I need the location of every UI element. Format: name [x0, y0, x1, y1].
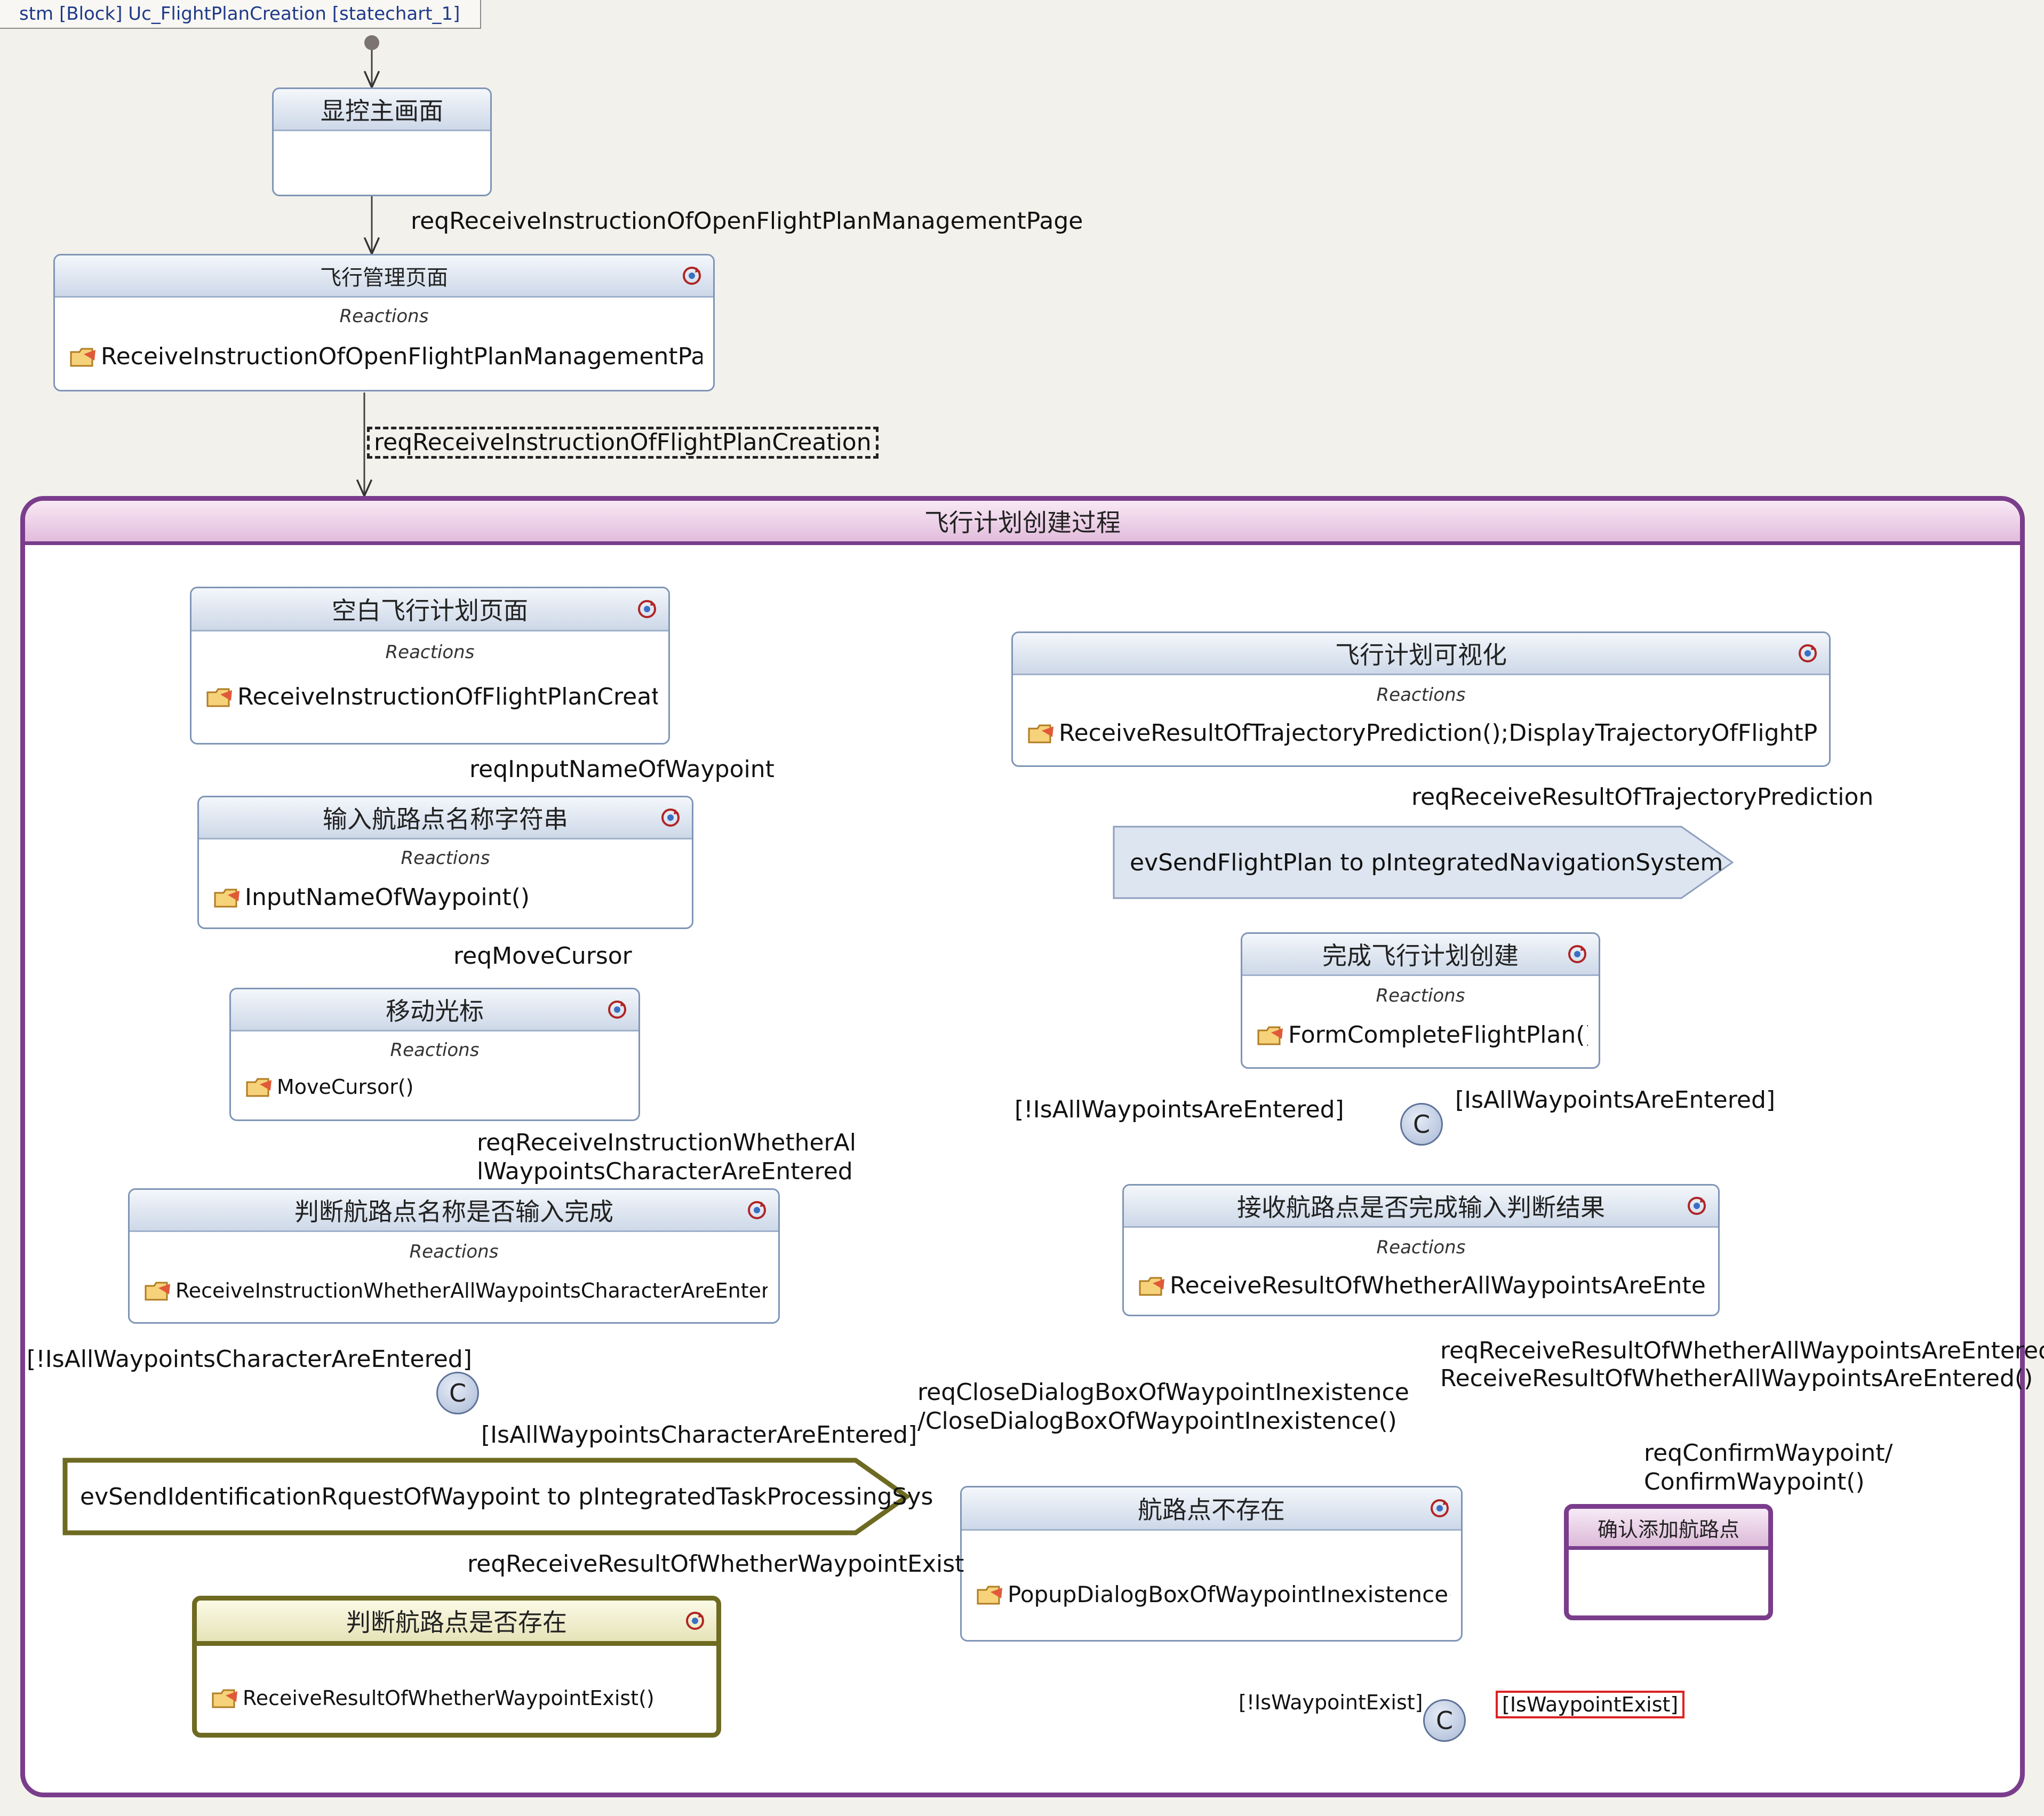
reactions-label: Reactions — [401, 847, 490, 869]
transition-label-plan-creation[interactable]: reqReceiveInstructionOfFlightPlanCreatio… — [367, 427, 879, 459]
transition-label-input-name[interactable]: reqInputNameOfWaypoint — [469, 756, 775, 783]
action-icon — [1139, 1277, 1164, 1295]
reactions-label: Reactions — [409, 1241, 499, 1262]
state-complete-flight-plan[interactable]: 完成飞行计划创建 Reactions FormCompleteFlightPla… — [1241, 932, 1600, 1069]
refresh-icon — [661, 809, 680, 827]
reactions-label: Reactions — [1376, 1237, 1466, 1258]
signal-label: evSendFlightPlan to pIntegratedNavigatio… — [1130, 849, 1723, 876]
send-signal-identification[interactable]: evSendIdentificationRquestOfWaypoint to … — [62, 1457, 933, 1536]
transition-label-move-cursor[interactable]: reqMoveCursor — [453, 942, 632, 970]
state-action: ReceiveInstructionWhetherAllWaypointsCha… — [143, 1278, 768, 1303]
transition-label-confirm-line1[interactable]: reqConfirmWaypoint/ — [1644, 1439, 1893, 1467]
reactions-label: Reactions — [1376, 684, 1466, 706]
refresh-icon — [1568, 945, 1586, 963]
transition-label-whether-all-line1[interactable]: reqReceiveInstructionWhetherAl — [477, 1129, 856, 1156]
reactions-label: Reactions — [385, 642, 475, 663]
transition-label-not-all-waypoints[interactable]: [!IsAllWaypointsAreEntered] — [1015, 1096, 1344, 1123]
action-icon — [70, 348, 95, 366]
state-action: PopupDialogBoxOfWaypointInexistence() — [976, 1581, 1450, 1607]
state-title: 飞行计划可视化 — [1013, 633, 1829, 675]
condition-connector-all-entered[interactable]: C — [1400, 1103, 1443, 1146]
transition-label-open-management[interactable]: reqReceiveInstructionOfOpenFlightPlanMan… — [411, 207, 1083, 235]
transition-label-not-all-characters[interactable]: [!IsAllWaypointsCharacterAreEntered] — [27, 1346, 472, 1373]
refresh-icon — [1688, 1197, 1706, 1215]
refresh-icon — [1799, 644, 1817, 662]
state-input-waypoint-name[interactable]: 输入航路点名称字符串 Reactions InputNameOfWaypoint… — [197, 796, 693, 929]
state-title: 判断航路点名称是否输入完成 — [130, 1190, 778, 1232]
state-action: ReceiveResultOfWhetherWaypointExist() — [211, 1686, 706, 1710]
transition-label-result-all-line1[interactable]: reqReceiveResultOfWhetherAllWaypointsAre… — [1440, 1337, 2044, 1364]
state-action: ReceiveResultOfWhetherAllWaypointsAreEnt… — [1138, 1272, 1707, 1299]
transition-label-not-exist[interactable]: [!IsWaypointExist] — [1239, 1691, 1423, 1714]
refresh-icon — [748, 1201, 766, 1219]
state-title: 空白飞行计划页面 — [191, 588, 668, 631]
refresh-icon — [638, 600, 656, 618]
transition-label-confirm-line2[interactable]: ConfirmWaypoint() — [1644, 1468, 1865, 1495]
state-action: FormCompleteFlightPlan() — [1256, 1021, 1588, 1049]
state-move-cursor[interactable]: 移动光标 Reactions MoveCursor() — [229, 988, 640, 1121]
refresh-icon — [683, 267, 701, 285]
transition-label-all-waypoints[interactable]: [IsAllWaypointsAreEntered] — [1455, 1086, 1776, 1114]
state-title: 确认添加航路点 — [1569, 1509, 1768, 1550]
frame-title: stm [Block] Uc_FlightPlanCreation [state… — [0, 0, 482, 29]
refresh-icon — [1431, 1499, 1449, 1517]
action-icon — [206, 688, 232, 707]
signal-label: evSendIdentificationRquestOfWaypoint to … — [80, 1483, 933, 1510]
send-signal-flight-plan[interactable]: evSendFlightPlan to pIntegratedNavigatio… — [1113, 826, 1734, 899]
signal-shape — [1113, 826, 1734, 899]
transition-label-trajectory[interactable]: reqReceiveResultOfTrajectoryPrediction — [1411, 783, 1874, 811]
state-action: MoveCursor() — [245, 1075, 628, 1099]
state-title: 接收航路点是否完成输入判断结果 — [1124, 1186, 1718, 1228]
state-action: InputNameOfWaypoint() — [213, 884, 681, 911]
state-main-screen[interactable]: 显控主画面 — [272, 87, 492, 196]
condition-connector-char-entered[interactable]: C — [436, 1372, 479, 1414]
state-action: ReceiveInstructionOfOpenFlightPlanManage… — [69, 343, 702, 370]
condition-connector-waypoint-exist[interactable]: C — [1423, 1699, 1466, 1742]
state-waypoint-not-exist[interactable]: 航路点不存在 PopupDialogBoxOfWaypointInexisten… — [960, 1486, 1463, 1642]
reactions-label: Reactions — [1376, 985, 1465, 1006]
reactions-label: Reactions — [390, 1039, 480, 1061]
action-icon — [246, 1078, 272, 1097]
reactions-label: Reactions — [339, 306, 429, 327]
state-title: 显控主画面 — [274, 89, 490, 131]
state-action: ReceiveInstructionOfFlightPlanCreati... — [205, 683, 658, 710]
refresh-icon — [608, 1001, 626, 1019]
action-icon — [212, 1689, 237, 1708]
state-receive-waypoints-result[interactable]: 接收航路点是否完成输入判断结果 Reactions ReceiveResultO… — [1122, 1184, 1720, 1316]
state-action: ReceiveResultOfTrajectoryPrediction();Di… — [1027, 719, 1818, 747]
action-icon — [214, 889, 239, 907]
state-judge-waypoint-exists[interactable]: 判断航路点是否存在 ReceiveResultOfWhetherWaypoint… — [192, 1596, 721, 1738]
state-flight-plan-visualization[interactable]: 飞行计划可视化 Reactions ReceiveResultOfTraject… — [1011, 631, 1831, 767]
transition-label-close-dialog-line2[interactable]: /CloseDialogBoxOfWaypointInexistence() — [917, 1407, 1397, 1435]
transition-label-close-dialog-line1[interactable]: reqCloseDialogBoxOfWaypointInexistence — [917, 1379, 1409, 1406]
state-title: 航路点不存在 — [962, 1487, 1461, 1531]
transition-label-whether-all-line2[interactable]: lWaypointsCharacterAreEntered — [477, 1158, 853, 1185]
transition-label-all-characters[interactable]: [IsAllWaypointsCharacterAreEntered] — [481, 1421, 917, 1449]
state-blank-flight-plan-page[interactable]: 空白飞行计划页面 Reactions ReceiveInstructionOfF… — [190, 587, 670, 745]
transition-label-result-all-line2[interactable]: ReceiveResultOfWhetherAllWaypointsAreEnt… — [1440, 1365, 2033, 1392]
state-title: 飞行管理页面 — [55, 255, 713, 298]
action-icon — [145, 1282, 170, 1301]
state-title: 完成飞行计划创建 — [1242, 934, 1599, 976]
transition-label-exist[interactable]: [IsWaypointExist] — [1496, 1691, 1685, 1718]
state-title: 飞行计划创建过程 — [25, 501, 2020, 545]
transition-label-result-exist[interactable]: reqReceiveResultOfWhetherWaypointExist — [467, 1550, 964, 1578]
refresh-icon — [686, 1612, 704, 1630]
state-flight-management-page[interactable]: 飞行管理页面 Reactions ReceiveInstructionOfOpe… — [53, 254, 715, 391]
action-icon — [1028, 724, 1053, 743]
state-title: 移动光标 — [231, 989, 638, 1031]
state-judge-waypoint-name-entered[interactable]: 判断航路点名称是否输入完成 Reactions ReceiveInstructi… — [128, 1188, 780, 1324]
state-title: 输入航路点名称字符串 — [199, 797, 692, 839]
action-icon — [1257, 1026, 1283, 1045]
signal-shape — [62, 1458, 910, 1535]
action-icon — [977, 1586, 1002, 1604]
state-confirm-add-waypoint[interactable]: 确认添加航路点 — [1564, 1504, 1773, 1620]
state-title: 判断航路点是否存在 — [197, 1601, 716, 1646]
